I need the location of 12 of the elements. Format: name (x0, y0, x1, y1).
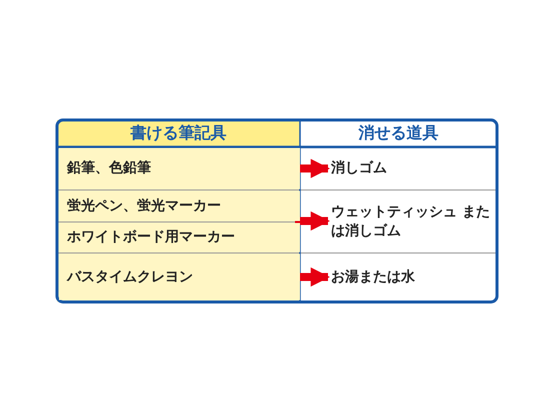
cell-text: お湯または水 (331, 268, 415, 286)
cell-text: バスタイムクレヨン (67, 268, 193, 286)
cell-text: 蛍光ペン、蛍光マーカー (67, 196, 221, 216)
cell-text: ホワイトボード用マーカー (67, 228, 235, 247)
column-header: 書ける筆記具 (130, 123, 226, 144)
cell-text: 消しゴム (331, 159, 387, 178)
cell-text: 鉛筆、色鉛筆 (67, 159, 151, 178)
arrow (295, 211, 330, 231)
table-cell (59, 254, 300, 300)
column-header: 消せる道具 (358, 123, 438, 144)
cell-text: ウェットティッシュ または消しゴム (331, 203, 491, 240)
table-cell (59, 148, 300, 189)
